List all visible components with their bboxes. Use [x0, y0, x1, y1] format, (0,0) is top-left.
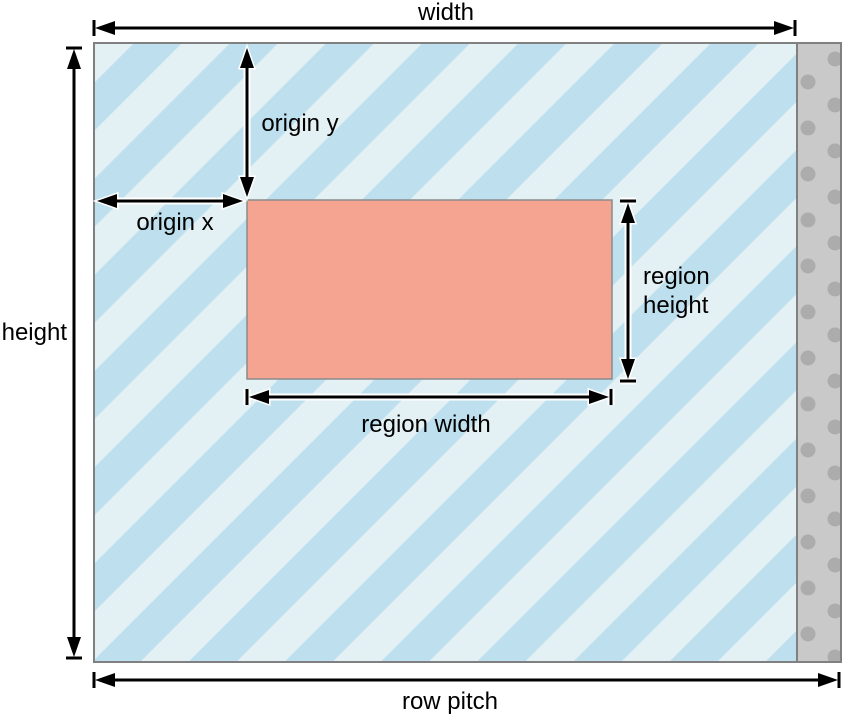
- region-width-label: region width: [361, 411, 490, 438]
- height-label: height: [2, 319, 68, 346]
- origin-y-dimension-arrow: [237, 43, 257, 202]
- height-dimension-arrow: [64, 44, 84, 662]
- origin-y-label: origin y: [261, 110, 338, 137]
- width-dimension-arrow: [90, 18, 799, 38]
- width-label: width: [417, 0, 474, 26]
- region-height-dimension-arrow: [618, 197, 638, 385]
- region-width-dimension-arrow: [243, 387, 615, 407]
- row-pitch-label: row pitch: [402, 688, 498, 715]
- region-height-label-line2: height: [643, 292, 709, 319]
- region-height-label-line1: region: [643, 263, 710, 290]
- region-rect: [246, 199, 613, 380]
- padding-strip: [796, 42, 842, 663]
- origin-x-dimension-arrow: [92, 191, 248, 211]
- row-pitch-dimension-arrow: [90, 670, 843, 690]
- origin-x-label: origin x: [136, 209, 213, 236]
